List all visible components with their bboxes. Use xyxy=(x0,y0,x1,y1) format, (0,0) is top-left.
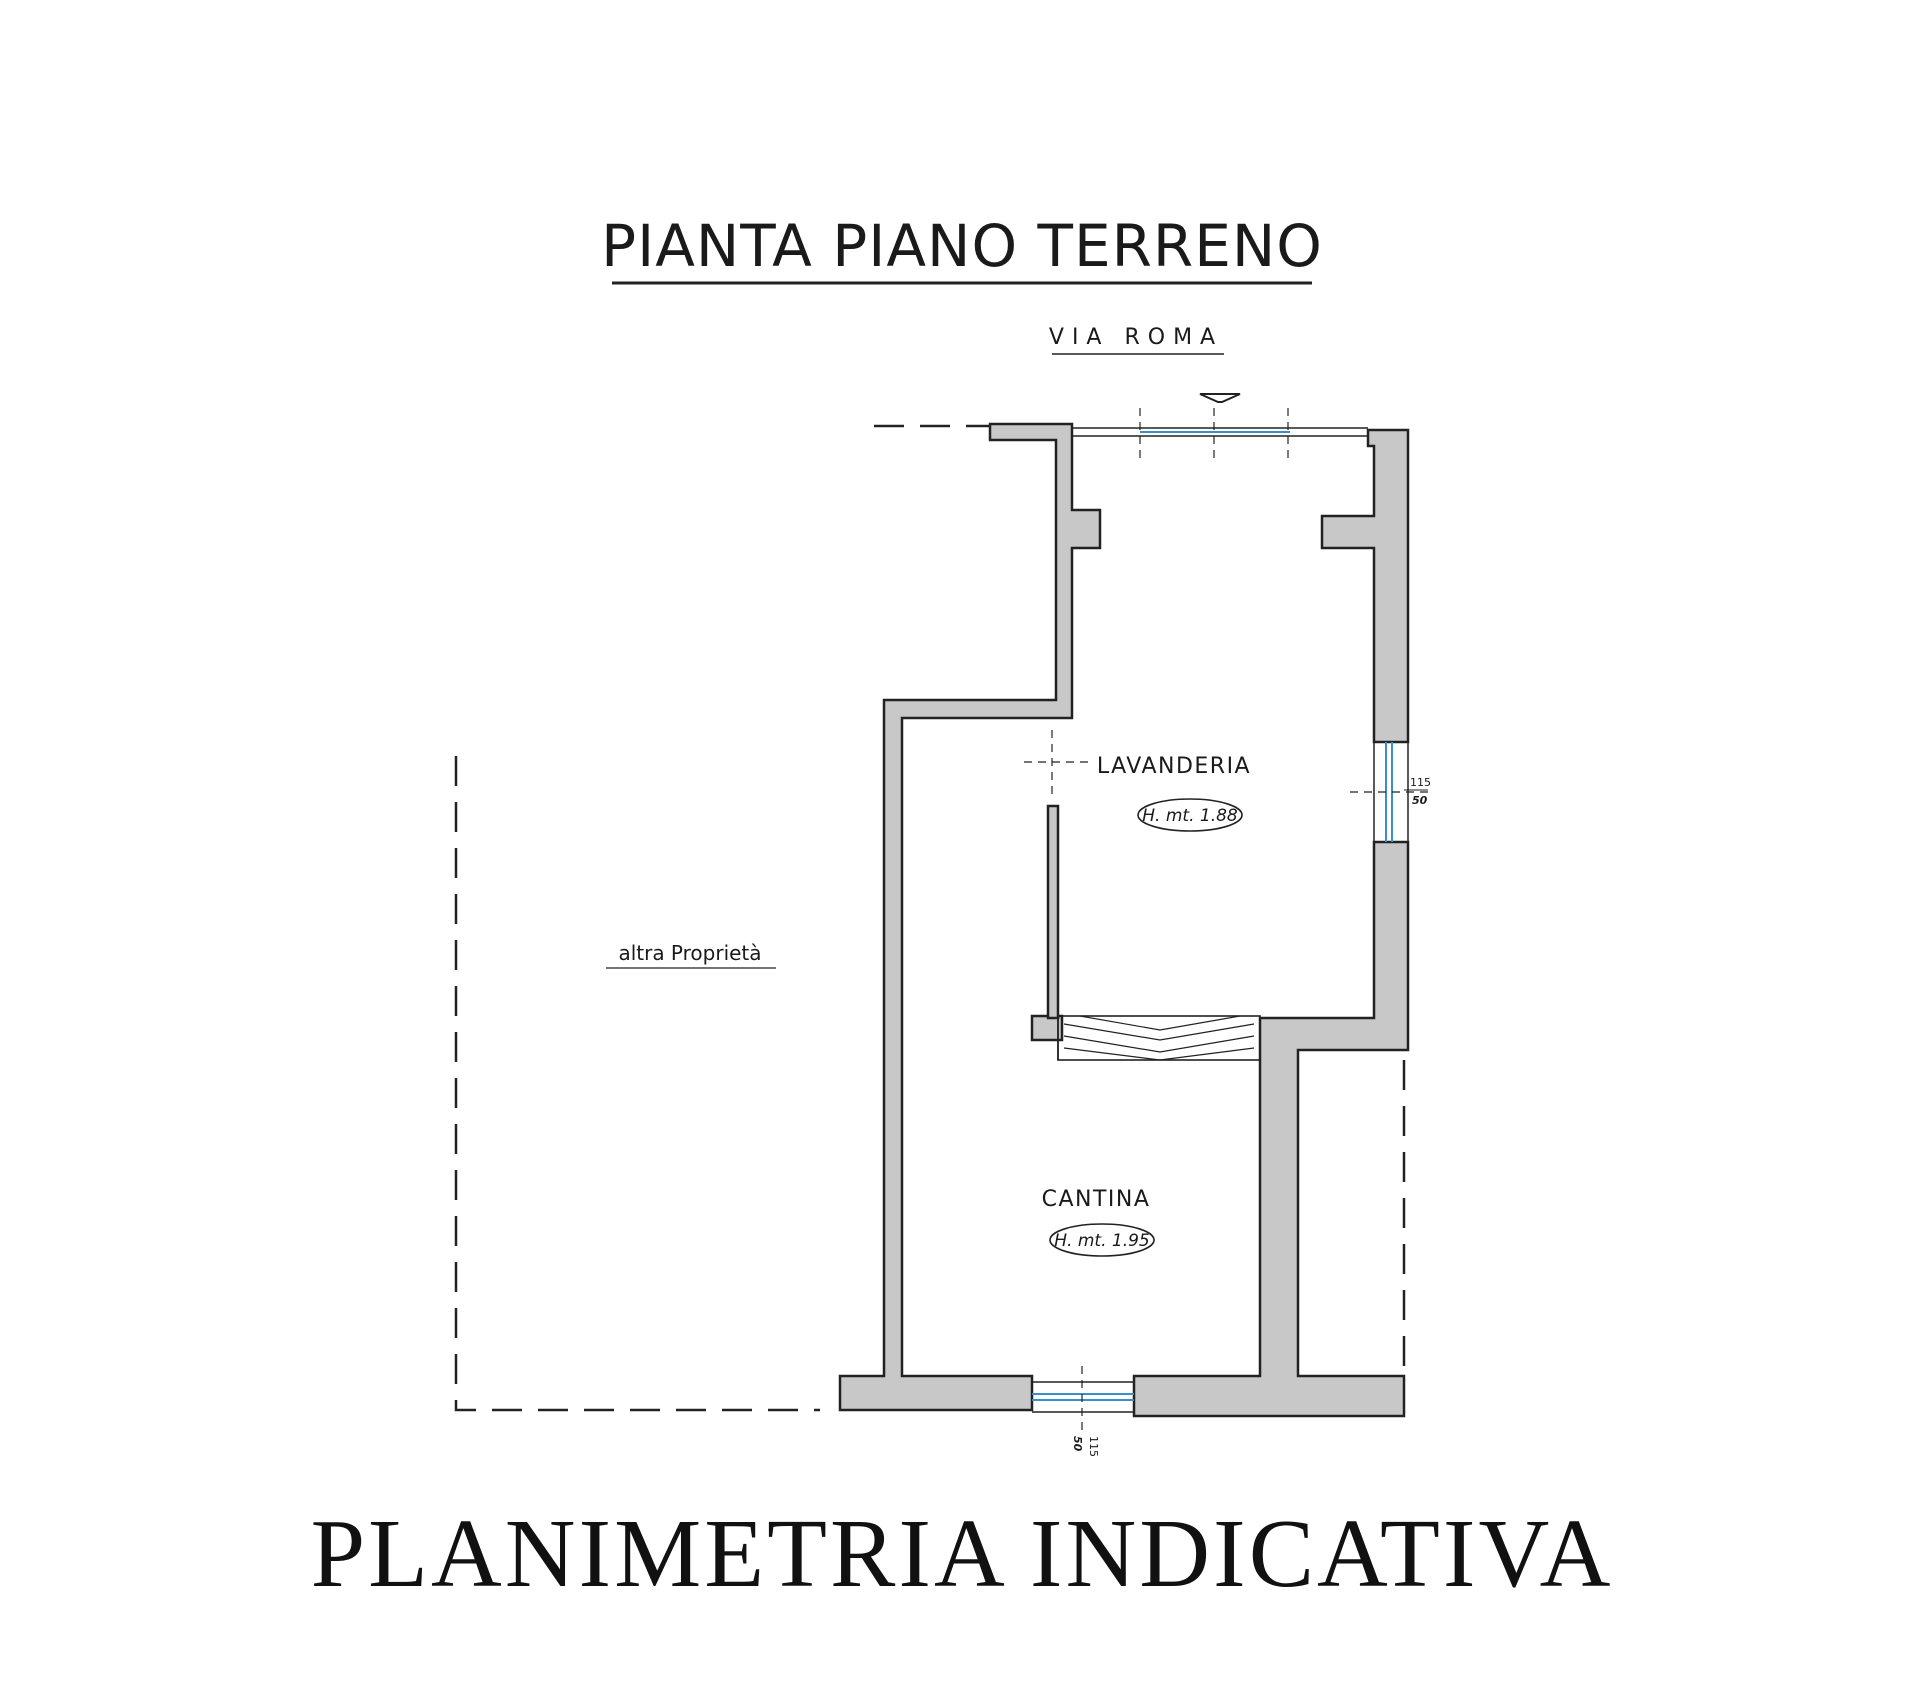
neighbor-boundary-left xyxy=(454,756,820,1412)
wall-right-upper xyxy=(1320,428,1410,744)
front-window xyxy=(1072,408,1368,460)
stair-ramp xyxy=(1057,1015,1261,1061)
street-label: VIA ROMA xyxy=(1049,325,1223,350)
room-label-cantina: CANTINA xyxy=(1042,1187,1151,1212)
height-lavanderia: H. mt. 1.88 xyxy=(1142,806,1238,826)
side-window-width: 115 xyxy=(1410,776,1431,789)
entrance-arrow-icon xyxy=(1199,393,1241,403)
wall-internal-left xyxy=(1046,804,1060,1020)
plan-title: PIANTA PIANO TERRENO xyxy=(601,212,1323,280)
wall-right-lower xyxy=(1132,840,1410,1418)
bottom-window-height: 50 xyxy=(1071,1436,1084,1452)
bottom-window: 115 50 xyxy=(1032,1366,1134,1457)
height-badge-lavanderia xyxy=(1137,798,1243,832)
height-badge-cantina xyxy=(1049,1223,1155,1257)
plan-caption: PLANIMETRIA INDICATIVA xyxy=(311,1500,1614,1608)
neighbor-label: altra Proprietà xyxy=(618,941,761,965)
wall-top-left xyxy=(838,422,1102,1412)
bottom-window-width: 115 xyxy=(1087,1436,1100,1457)
side-window: 115 50 xyxy=(1350,742,1431,842)
side-window-height: 50 xyxy=(1412,794,1428,807)
height-cantina: H. mt. 1.95 xyxy=(1054,1231,1149,1251)
room-label-lavanderia: LAVANDERIA xyxy=(1097,754,1251,779)
